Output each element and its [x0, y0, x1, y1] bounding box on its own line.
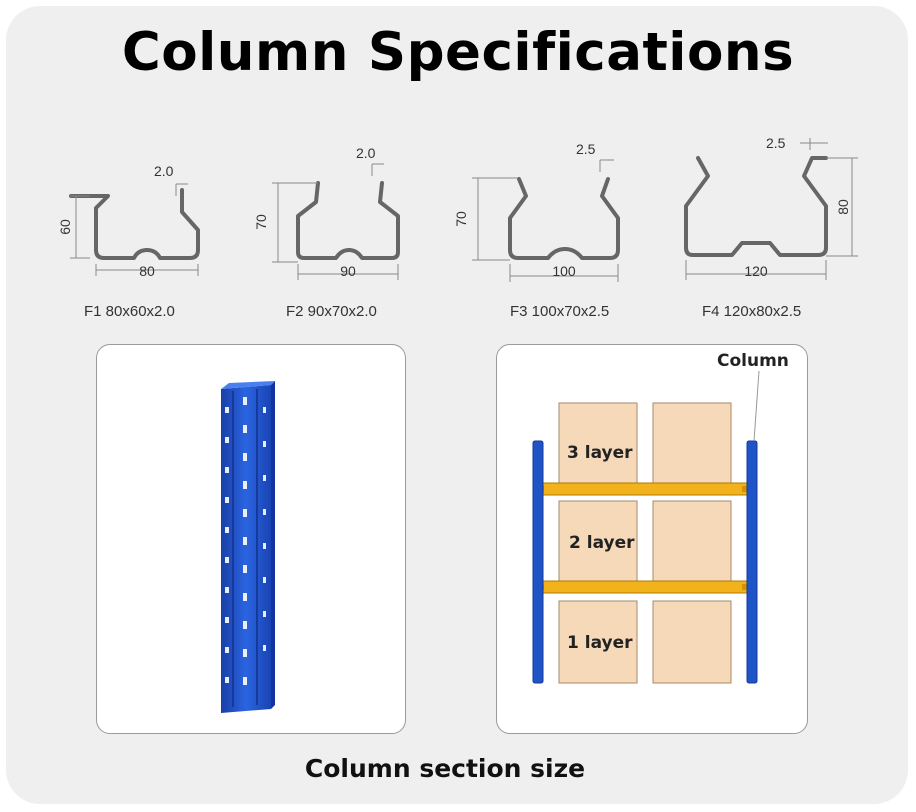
- box-layer2-right: [652, 500, 732, 584]
- profile-f3-shape: [508, 177, 620, 260]
- upright-column-illustration: [221, 381, 275, 713]
- profile-f1-width: 80: [139, 263, 155, 279]
- profile-f2-thickness: 2.0: [356, 145, 376, 161]
- profile-f2-caption: F2 90x70x2.0: [286, 303, 377, 320]
- footer-caption: Column section size: [304, 754, 586, 783]
- layer-3-label: 3 layer: [567, 443, 633, 463]
- box-layer1-left: [558, 600, 638, 684]
- profile-f3-caption: F3 100x70x2.5: [510, 303, 609, 320]
- profile-diagrams: 2.0 60 80 F1 80x60x2.0 2.0 70 90 F2 90x7…: [57, 135, 858, 320]
- profile-f2-width: 90: [340, 263, 356, 279]
- rack-layers-panel: Column 3 layer 2 layer 1 layer: [496, 344, 808, 734]
- layer-2-label: 2 layer: [569, 533, 635, 553]
- profile-f1-shape: [69, 188, 200, 260]
- column-photo-panel: [96, 344, 406, 734]
- profile-f4-shape: [684, 156, 828, 257]
- column-leader-line: [753, 370, 760, 442]
- profile-f4-height: 80: [835, 199, 851, 215]
- layer-1-label: 1 layer: [567, 633, 633, 653]
- box-layer3-right: [652, 402, 732, 484]
- profile-f1-height: 60: [57, 219, 73, 235]
- profile-f4-width: 120: [744, 263, 768, 279]
- profile-f3-thickness: 2.5: [576, 141, 596, 157]
- profile-f1-caption: F1 80x60x2.0: [84, 303, 175, 320]
- box-layer3-left: [558, 402, 638, 484]
- box-layer2-left: [558, 500, 638, 584]
- beam-middle: [536, 580, 750, 594]
- profile-f2-shape: [296, 181, 400, 260]
- profile-f3-height: 70: [453, 211, 469, 227]
- column-right: [746, 440, 758, 684]
- profile-f2-height: 70: [253, 214, 269, 230]
- profile-f4-thickness: 2.5: [766, 135, 786, 151]
- column-label: Column: [717, 351, 789, 371]
- column-left: [532, 440, 544, 684]
- box-layer1-right: [652, 600, 732, 684]
- rack-diagram: Column 3 layer 2 layer 1 layer: [532, 351, 789, 684]
- page-title: Column Specifications: [121, 22, 795, 83]
- profile-f4-caption: F4 120x80x2.5: [702, 303, 801, 320]
- beam-top: [536, 482, 750, 496]
- profile-f3-width: 100: [552, 263, 576, 279]
- profile-f1-thickness: 2.0: [154, 163, 174, 179]
